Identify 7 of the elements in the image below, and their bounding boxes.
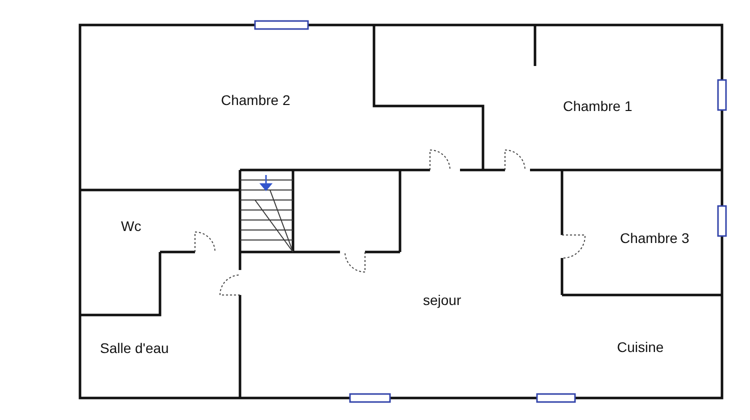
room-label: Salle d'eau (100, 340, 169, 356)
room-label: Cuisine (617, 339, 664, 355)
room-label: Chambre 1 (563, 98, 632, 114)
room-label: Chambre 2 (221, 92, 290, 108)
room-label: Wc (121, 218, 142, 234)
room-label: sejour (423, 292, 462, 308)
room-label: Chambre 3 (620, 230, 690, 246)
